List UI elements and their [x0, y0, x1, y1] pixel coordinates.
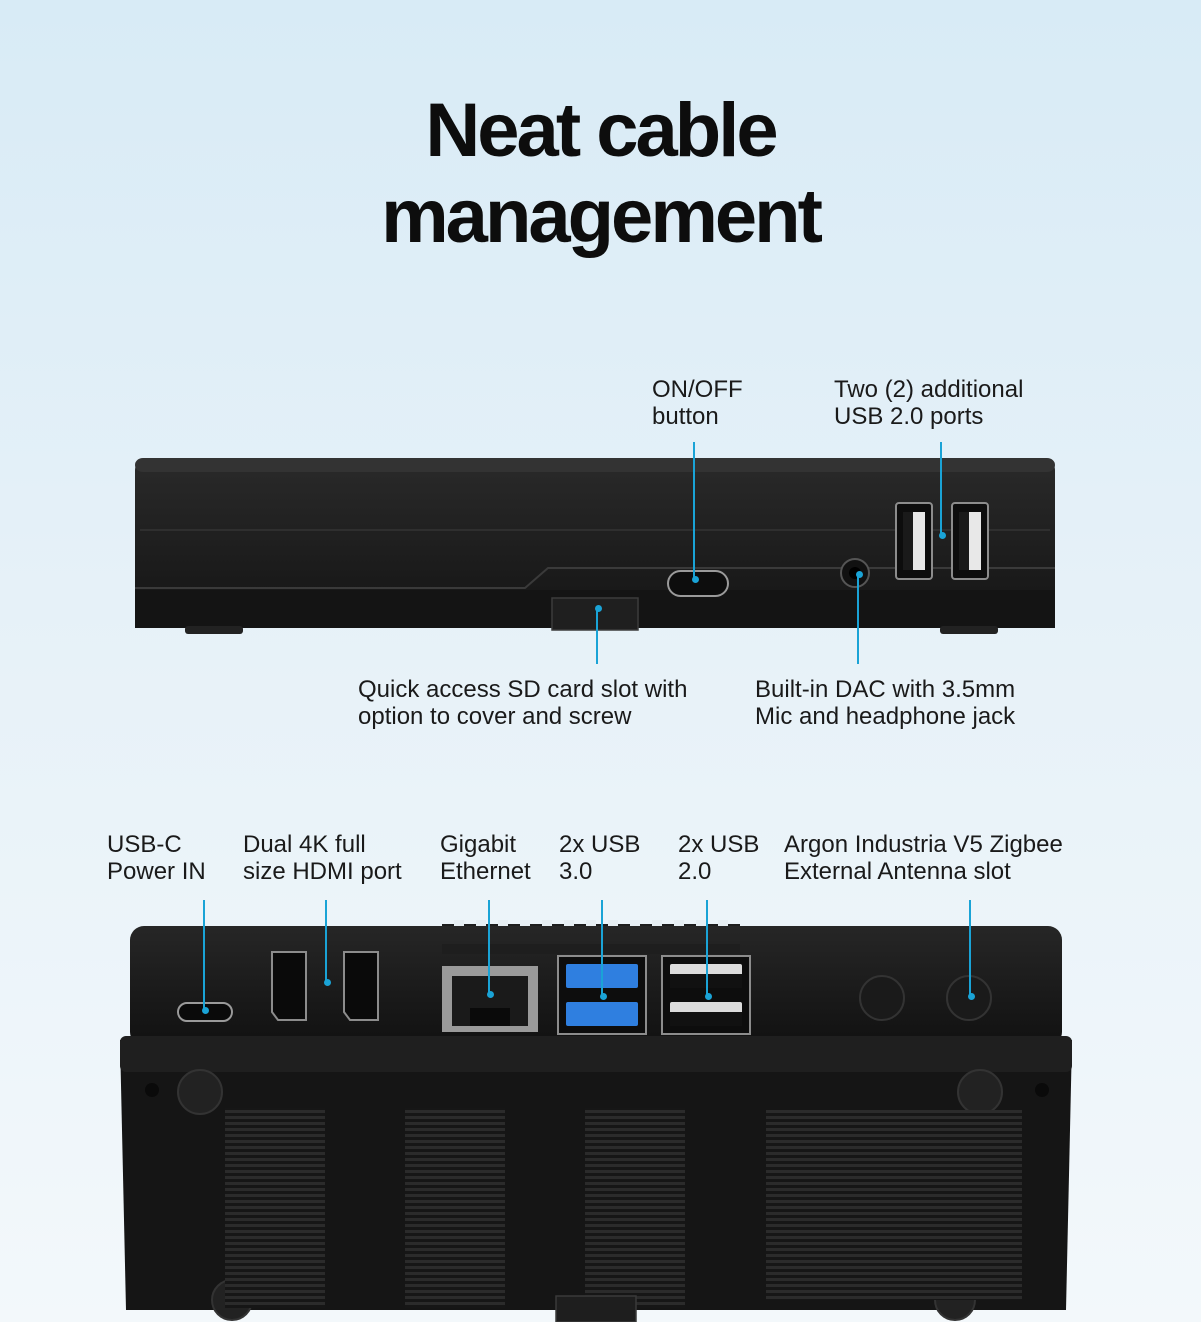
leader-dot: [855, 571, 863, 578]
vent-grille: [225, 1108, 325, 1308]
power-button: [667, 570, 729, 597]
leader-line: [601, 900, 603, 996]
callout-usb-c: USB-C Power IN: [107, 831, 206, 885]
title-line-2: management: [381, 174, 823, 259]
title-line-1: Neat cable: [425, 88, 778, 173]
leader-line: [488, 900, 490, 994]
leader-line: [203, 900, 205, 1010]
callout-usb2-additional: Two (2) additional USB 2.0 ports: [834, 376, 1024, 430]
leader-dot: [938, 532, 946, 539]
vent-grille: [585, 1108, 685, 1308]
sd-card-slot: [551, 597, 639, 631]
leader-dot: [691, 576, 699, 583]
leader-dot: [201, 1007, 209, 1014]
callout-ethernet: Gigabit Ethernet: [440, 831, 531, 885]
callout-hdmi: Dual 4K full size HDMI port: [243, 831, 402, 885]
leader-line: [940, 442, 942, 535]
leader-line: [857, 574, 859, 664]
rear-device: [120, 920, 1072, 1322]
callout-power-button: ON/OFF button: [652, 376, 743, 430]
leader-line: [325, 900, 327, 982]
vent-grille: [405, 1108, 505, 1308]
ethernet-port: [442, 966, 538, 1032]
callout-usb3: 2x USB 3.0: [559, 831, 641, 885]
callout-dac-jack: Built-in DAC with 3.5mm Mic and headphon…: [755, 676, 1016, 730]
callout-usb2: 2x USB 2.0: [678, 831, 760, 885]
hdmi-ports: [271, 951, 379, 1021]
callout-zigbee: Argon Industria V5 Zigbee External Anten…: [784, 831, 1063, 885]
callout-sd-card: Quick access SD card slot with option to…: [358, 676, 688, 730]
leader-dot: [486, 991, 494, 998]
leader-line: [693, 442, 695, 578]
usb2-ports-front: [895, 502, 989, 580]
leader-line: [706, 900, 708, 996]
leader-line: [596, 608, 598, 664]
vent-grille: [766, 1110, 1022, 1300]
leader-dot: [323, 979, 331, 986]
leader-dot: [704, 993, 712, 1000]
leader-dot: [594, 605, 602, 612]
leader-dot: [599, 993, 607, 1000]
page-title: Neat cable management: [0, 88, 1201, 260]
blank-slot: [859, 975, 905, 1021]
leader-line: [969, 900, 971, 996]
leader-dot: [967, 993, 975, 1000]
